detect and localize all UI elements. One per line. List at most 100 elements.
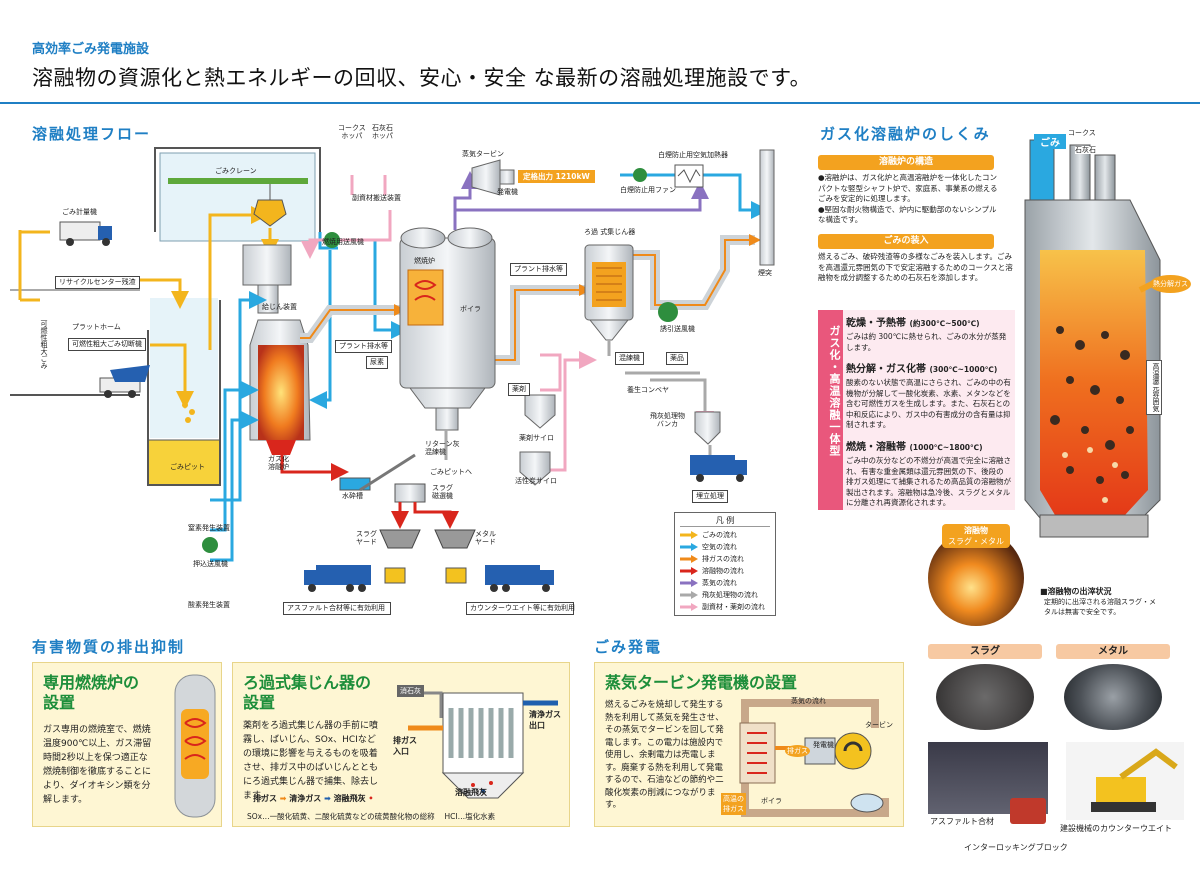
metal-header: メタル — [1056, 644, 1170, 659]
truck-icon — [485, 565, 554, 592]
legend-label: 空気の流れ — [702, 543, 737, 551]
plant-drain-1: プラント排水等 — [510, 263, 567, 276]
pit-label: ごみピット — [170, 463, 205, 471]
furnace-limestone-label: 石灰石 — [1075, 146, 1096, 155]
crane-label: ごみクレーン — [215, 167, 257, 175]
zone-range: (1000℃~1800℃) — [909, 443, 983, 452]
legend-label: 副資材・薬剤の流れ — [702, 603, 765, 611]
recycle-center-label: リサイクルセンター残渣 — [55, 276, 140, 289]
zone-head: 熱分解・ガス化帯 — [846, 364, 926, 375]
asphalt-use-box: アスファルト合材等に有効利用 — [283, 602, 391, 615]
molten-badge-title: 溶融物 — [964, 526, 988, 535]
legend-item: 空気の流れ — [680, 541, 770, 553]
combustion-fan-label: 燃焼用送風機 — [322, 238, 364, 246]
bulky-cutter-label: 可燃性粗大ごみ切断機 — [68, 338, 146, 351]
exhaust-label-power: 排ガス — [785, 745, 810, 757]
legend-title: 凡 例 — [680, 515, 770, 527]
stack-label: 煙突 — [758, 269, 772, 277]
flow-key-clean: 清浄ガス — [289, 794, 322, 803]
structure-head: 溶融炉の構造 — [818, 155, 994, 170]
nitrogen-label: 窒素発生装置 — [188, 524, 230, 532]
molten-badge-sub: スラグ・メタル — [948, 537, 1004, 546]
page-title: 溶融物の資源化と熱エネルギーの回収、安心・安全 な最新の溶融処理施設です。 — [32, 66, 812, 90]
coke-hopper-label: コークス ホッパ — [338, 124, 366, 141]
aux-conveyor-label: 副資材搬送装置 — [352, 194, 401, 202]
weighbridge-label: ごみ計量機 — [62, 208, 97, 216]
pyro-gas-badge: 熱分解ガス — [1150, 275, 1191, 293]
truck-icon — [690, 455, 747, 482]
carbon-silo-label: 活性炭サイロ — [515, 477, 557, 485]
vertical-band — [818, 310, 843, 510]
feeder-label: 給じん装置 — [262, 303, 297, 311]
fly-ash-bunker-label: 飛灰処理物 バンカ — [650, 412, 685, 429]
counterweight-use-box: カウンターウエイト等に有効利用 — [466, 602, 575, 615]
charge-head: ごみの装入 — [818, 234, 994, 249]
rated-output-badge: 定格出力 1210kW — [518, 170, 595, 183]
zone-head: 乾燥・予熱帯 — [846, 318, 906, 329]
furnace-garbage-tag: ごみ — [1034, 134, 1066, 149]
card1-title: 専用燃焼炉の 設置 — [43, 673, 140, 712]
slag-yard-label: スラグ ヤード — [356, 530, 377, 547]
gasification-section-title: ガス化溶融炉のしくみ — [820, 125, 991, 143]
push-fan-label: 押込送風機 — [193, 560, 228, 568]
boiler-label: ボイラ — [460, 305, 481, 313]
slaked-lime-tag: 消石灰 — [397, 685, 424, 697]
slag-mag-label: スラグ 磁選機 — [432, 484, 453, 501]
reducing-label: 高温還元雰囲気 — [1146, 360, 1162, 415]
legend-item: 蒸気の流れ — [680, 577, 770, 589]
generator-label: 発電機 — [497, 188, 518, 196]
zone-dry: 乾燥・予熱帯 (約300℃~500℃) ごみは約 300℃に熱せられ、ごみの水分… — [846, 314, 1011, 353]
zone-text: ごみ中の灰分などの不燃分が高温で完全に溶融され、有害な重金属類は還元雰囲気の下、… — [846, 456, 1011, 507]
card2-title: ろ過式集じん器の 設置 — [243, 673, 372, 712]
bulky-label: 可燃性粗大ごみ — [40, 320, 49, 369]
card2-text: 薬剤をろ過式集じん器の手前に噴霧し、ばいじん、SOx、HCIなどの環境に影響を与… — [243, 721, 379, 801]
fly-ash-label: 溶融飛灰 — [455, 788, 487, 797]
zone-melt: 燃焼・溶融帯 (1000℃~1800℃) ごみ中の灰分などの不燃分が高温で完全に… — [846, 438, 1011, 509]
ash-conveyor-label: 養生コンベヤ — [627, 386, 669, 394]
truck-icon — [304, 565, 371, 592]
charge-text: 燃えるごみ、破砕残渣等の多様なごみを装入します。ごみを高温還元雰囲気の下で安定溶… — [818, 252, 1013, 282]
furnace-label: ガス化 溶融炉 — [268, 455, 289, 472]
tapping-text: 定期的に出滓される溶融スラグ・メタルは無害で安全です。 — [1044, 598, 1156, 616]
legend-arrow-icon — [680, 603, 698, 611]
asphalt-caption: アスファルト合材 — [930, 817, 994, 826]
header-subtitle: 高効率ごみ発電施設 — [32, 42, 150, 57]
to-pit-label: ごみピットへ — [430, 468, 472, 476]
turbine-label-power: タービン — [865, 721, 893, 729]
plant-drain-2: プラント排水等 — [335, 340, 392, 353]
power-diagram — [739, 699, 889, 817]
slag-photo — [936, 664, 1034, 730]
card-combustor: 専用燃焼炉の 設置 ガス専用の燃焼室で、燃焼温度900℃以上、ガス滞留時間2秒以… — [32, 662, 222, 827]
card1-text: ガス専用の燃焼室で、燃焼温度900℃以上、ガス滞留時間2秒以上を保つ適正な燃焼制… — [43, 725, 152, 805]
bag-filter-label: ろ過 式集じん器 — [584, 228, 636, 236]
flow-key: 排ガス ➡ 清浄ガス ➡ 溶融飛灰 • — [253, 794, 374, 803]
excavator-photo — [1066, 742, 1184, 820]
structure-items: ●溶融炉は、ガス化炉と高温溶融炉を一体化したコンパクトな竪型シャフト炉で、家庭系… — [818, 173, 998, 226]
mixer-box: 混練機 — [615, 352, 644, 365]
landfill-box: 埋立処理 — [692, 490, 728, 503]
legend-label: 飛灰処理物の流れ — [702, 591, 758, 599]
block-caption: インターロッキングブロック — [964, 843, 1068, 852]
water-trough-label: 水砕槽 — [342, 492, 363, 500]
legend-label: ごみの流れ — [702, 531, 737, 539]
legend-arrow-icon — [680, 531, 698, 539]
flow-diagram — [10, 147, 775, 592]
legend-arrow-icon — [680, 579, 698, 587]
flow-key-flyash: 溶融飛灰 — [333, 794, 366, 803]
metal-yard-label: メタル ヤード — [475, 530, 496, 547]
reagent-silo-label: 薬剤サイロ — [519, 434, 554, 442]
legend-item: 排ガスの流れ — [680, 553, 770, 565]
clean-out-label: 清浄ガス 出口 — [529, 710, 561, 730]
flow-key-exhaust: 排ガス — [253, 794, 277, 803]
molten-badge: 溶融物 スラグ・メタル — [942, 524, 1010, 548]
power-card-title: 蒸気タービン発電機の設置 — [605, 673, 798, 692]
bag-filter-diagram — [408, 691, 558, 799]
legend: 凡 例 ごみの流れ空気の流れ排ガスの流れ溶融物の流れ蒸気の流れ飛灰処理物の流れ副… — [674, 512, 776, 616]
generator-label-power: 発電機 — [813, 741, 834, 749]
platform-label: プラットホーム — [72, 323, 121, 331]
legend-item: ごみの流れ — [680, 529, 770, 541]
power-section-title: ごみ発電 — [594, 638, 663, 656]
induced-fan-label: 誘引送風機 — [660, 325, 695, 333]
truck-icon — [59, 221, 112, 246]
smoke-heater-label: 白煙防止用空気加熱器 — [658, 151, 728, 159]
